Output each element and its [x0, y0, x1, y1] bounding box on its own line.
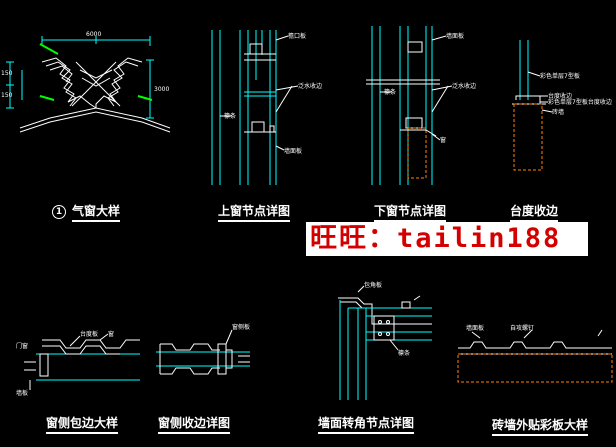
d2-note-a: 檐口板: [288, 33, 307, 40]
detail-number: 1: [52, 204, 66, 219]
title-window-side-wrap: 窗侧包边大样: [46, 416, 119, 434]
d4-note-b: 台度收边: [548, 93, 573, 100]
title-text: 窗侧收边详图: [158, 416, 231, 430]
d4-note-d: 砖墙: [552, 109, 565, 116]
detail-skylight-vent: [6, 36, 171, 133]
d7-note-b: 檩条: [398, 350, 411, 357]
d5-note-d: 墙板: [16, 390, 29, 397]
d3-note-a: 墙面板: [446, 33, 465, 40]
title-dado-edge: 台度收边: [510, 204, 559, 222]
title-text: 台度收边: [510, 204, 559, 218]
dim-left-b: 150: [1, 92, 13, 99]
d4-note-c: 彩色单层7型板台度收边: [548, 99, 612, 106]
title-text: 窗侧包边大样: [46, 416, 119, 430]
title-text: 砖墙外贴彩板大样: [492, 418, 589, 432]
watermark-banner: 旺旺：tailin188: [306, 222, 588, 256]
dim-top: 6000: [86, 31, 102, 38]
title-text: 墙面转角节点详图: [318, 416, 415, 430]
d5-note-c: 门窗: [16, 343, 29, 350]
title-skylight-vent: 1 气窗大样: [52, 204, 121, 222]
d3-note-b: 泛水收边: [452, 83, 477, 90]
dim-right: 3000: [154, 86, 170, 93]
title-lower-window: 下窗节点详图: [374, 204, 447, 222]
detail-brick-wall-cladding: [457, 329, 613, 383]
title-upper-window: 上窗节点详图: [218, 204, 291, 222]
title-text: 上窗节点详图: [218, 204, 291, 218]
d3-note-c: 檩条: [384, 89, 397, 96]
detail-dado-edge: [512, 40, 553, 171]
d8-note-a: 墙面板: [466, 325, 485, 332]
title-text: 气窗大样: [72, 204, 121, 218]
d3-note-d: 窗: [440, 137, 447, 144]
detail-window-side-trim: [156, 329, 250, 375]
title-window-side-trim: 窗侧收边详图: [158, 416, 231, 434]
title-wall-corner: 墙面转角节点详图: [318, 416, 415, 434]
d8-note-b: 自攻螺钉: [510, 325, 535, 332]
d5-note-b: 窗: [108, 331, 115, 338]
title-text: 下窗节点详图: [374, 204, 447, 218]
d5-note-a: 台度板: [80, 331, 99, 338]
detail-lower-window-joint: [366, 26, 453, 185]
dim-left-a: 150: [1, 70, 13, 77]
d2-note-c: 檩条: [224, 113, 237, 120]
d6-note-a: 窗侧板: [232, 324, 251, 331]
title-brick-cladding: 砖墙外贴彩板大样: [492, 418, 589, 436]
detail-upper-window-joint: [211, 30, 299, 185]
d4-note-a: 彩色单层7型板: [540, 73, 580, 80]
d2-note-d: 墙面板: [284, 148, 303, 155]
detail-wall-corner-joint: [338, 285, 432, 400]
detail-window-side-wrap: [24, 333, 140, 390]
d2-note-b: 泛水收边: [298, 83, 323, 90]
d7-note-a: 包角板: [364, 282, 383, 289]
